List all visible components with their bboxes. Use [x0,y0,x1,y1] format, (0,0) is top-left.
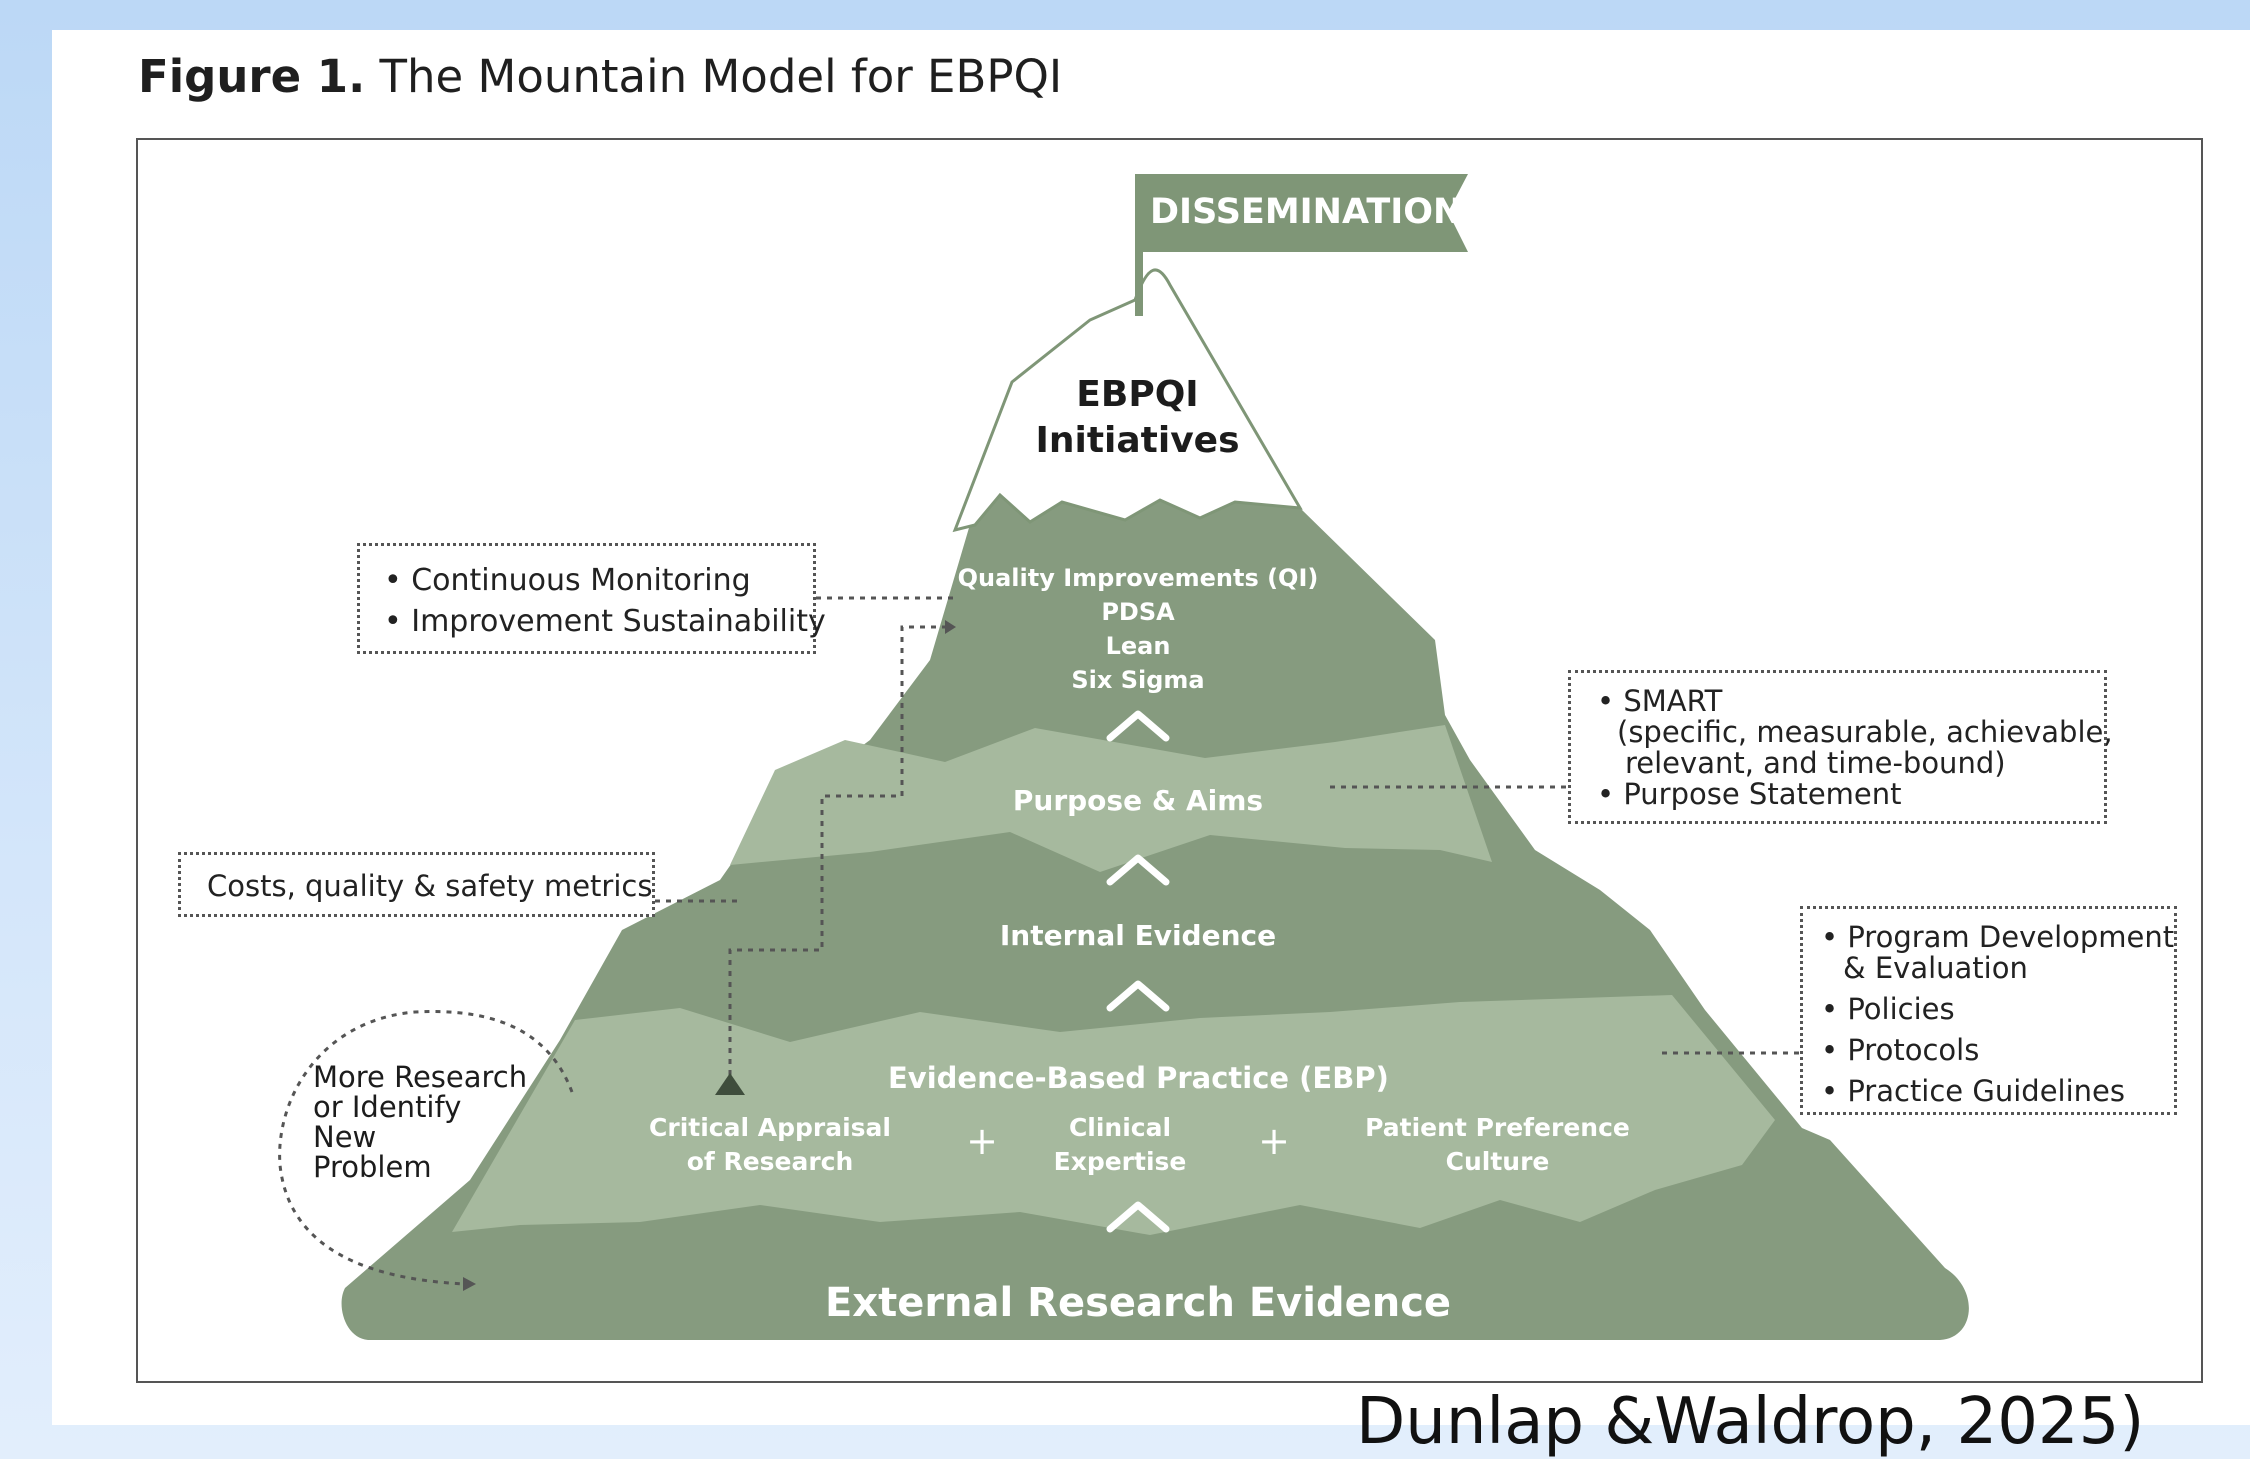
diagram-frame [136,138,2203,1383]
arrow-up-icon [1106,854,1170,886]
arrow-up-icon [1106,1201,1170,1233]
figure-title: Figure 1. The Mountain Model for EBPQI [138,50,1062,103]
patient-preference-label: Patient Preference Culture [1355,1111,1640,1179]
program-callout: • Program Development & Evaluation • Pol… [1800,906,2177,1115]
clinical-expertise-line: Expertise [1053,1147,1187,1176]
plus-sign: + [966,1119,998,1163]
flag-label: DISSEMINATION [1150,192,1463,232]
callout-item: • Protocols [1821,1033,1980,1067]
plus-sign: + [1258,1119,1290,1163]
callout-item: & Evaluation [1843,951,2028,985]
arrow-up-icon [1106,710,1170,742]
clinical-expertise-label: Clinical Expertise [1030,1111,1210,1179]
more-research-line: Problem [313,1150,432,1184]
critical-appraisal-label: Critical Appraisal of Research [635,1111,905,1179]
callout-item: • Policies [1821,992,1955,1026]
critical-appraisal-line: Critical Appraisal [649,1113,891,1142]
callout-item: (specific, measurable, achievable, [1617,715,2113,749]
callout-item: • Program Development [1821,920,2175,954]
band-ebp [452,995,1775,1235]
peak-label-line2: Initiatives [1035,420,1240,461]
callout-item: relevant, and time-bound) [1625,746,2006,780]
triangle-marker-icon [715,1073,745,1095]
qi-label-line: Quality Improvements (QI) [957,564,1319,592]
band-purpose [730,725,1492,872]
external-evidence-label: External Research Evidence [824,1280,1452,1326]
dissemination-flag [1135,174,1468,252]
qi-label-line: Six Sigma [1071,666,1205,694]
callout-item: • Practice Guidelines [1821,1074,2125,1108]
callout-item: • Purpose Statement [1597,777,1902,811]
callout-item: • Continuous Monitoring [384,563,751,598]
peak-label-line1: EBPQI [1076,374,1199,415]
peak-label: EBPQI Initiatives [1000,372,1275,464]
more-research-line: New [313,1120,377,1154]
arrow-up-icon [1106,980,1170,1012]
clinical-expertise-line: Clinical [1068,1113,1172,1142]
connector-stair [728,625,945,1075]
figure-title-number: Figure 1. [138,50,366,103]
metrics-callout: Costs, quality & safety metrics [178,852,655,917]
callout-item: • Improvement Sustainability [384,604,826,639]
more-research-line: More Research [313,1060,528,1094]
figure-title-text: The Mountain Model for EBPQI [379,50,1063,103]
smart-callout: • SMART (specific, measurable, achievabl… [1568,670,2113,824]
purpose-aims-label: Purpose & Aims [1012,784,1264,817]
qi-label-line: PDSA [1101,598,1175,626]
connector-lines [278,596,1800,1286]
qi-label-line: Lean [1105,632,1171,660]
more-research-line: or Identify [313,1090,462,1124]
citation: Dunlap &Waldrop, 2025) [1356,1385,2145,1459]
up-arrows [1106,710,1170,1233]
monitoring-callout: • Continuous Monitoring • Improvement Su… [357,543,826,654]
patient-preference-line: Patient Preference [1365,1113,1630,1142]
critical-appraisal-line: of Research [686,1147,854,1176]
more-research-label: More Research or Identify New Problem [313,1062,543,1182]
ebp-label: Evidence-Based Practice (EBP) [888,1061,1389,1095]
arrowhead-icon [945,620,956,634]
patient-preference-line: Culture [1445,1147,1550,1176]
callout-item: • SMART [1597,684,1723,718]
internal-evidence-label: Internal Evidence [999,919,1277,952]
arrowhead-icon [463,1277,476,1291]
qi-layer-label: Quality Improvements (QI) PDSA Lean Six … [938,561,1338,697]
